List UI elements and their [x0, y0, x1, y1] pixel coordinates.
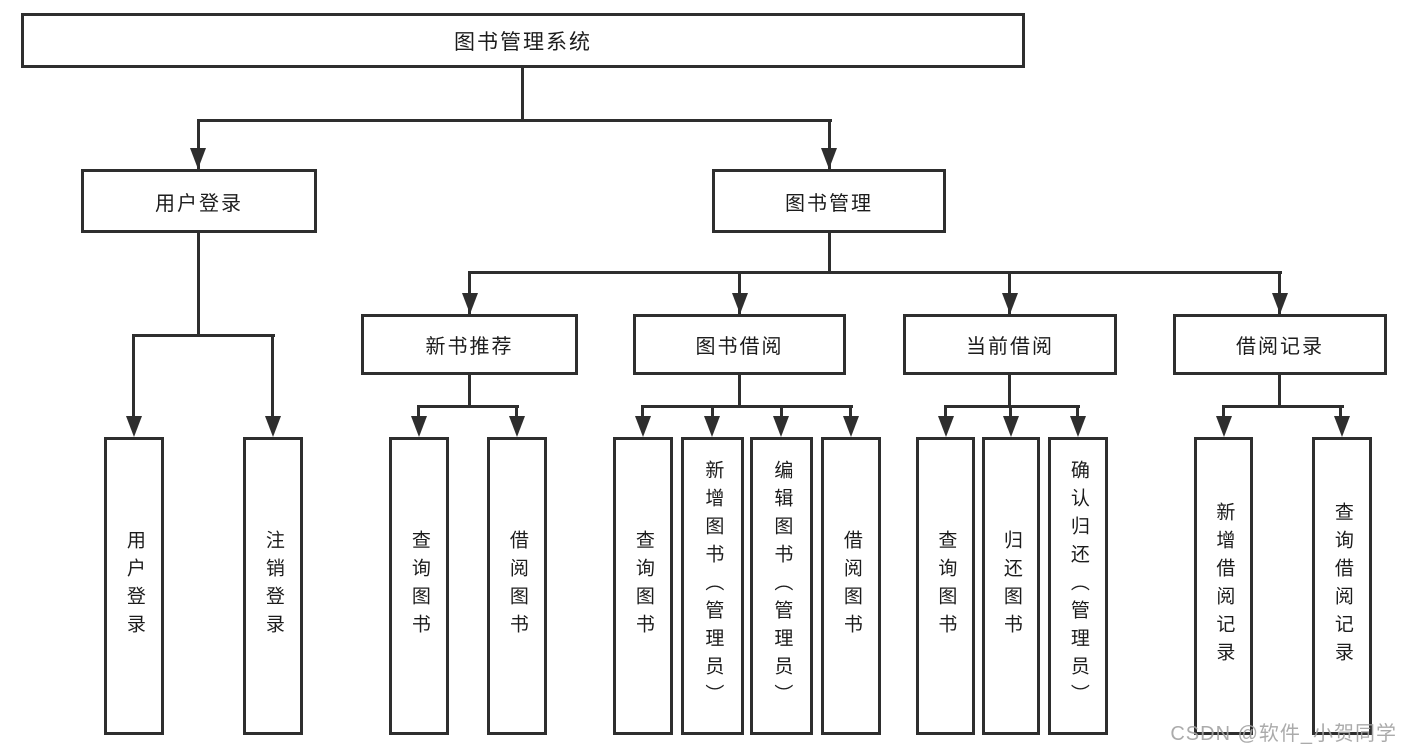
- leaf-borrow-books-recommend-label: 借阅图书: [506, 530, 528, 642]
- connector-line: [417, 405, 420, 419]
- leaf-return-books-label: 归还图书: [1000, 530, 1022, 642]
- connector-line: [1278, 375, 1281, 408]
- leaf-query-books-borrowing-label: 查询图书: [632, 530, 654, 642]
- connector-line: [132, 334, 275, 337]
- leaf-add-borrow-record-label: 新增借阅记录: [1213, 502, 1235, 670]
- arrow-down-icon: [1002, 293, 1018, 314]
- connector-line: [1222, 405, 1225, 419]
- connector-line: [468, 271, 1282, 274]
- leaf-add-borrow-record: 新增借阅记录: [1194, 437, 1253, 735]
- arrow-down-icon: [462, 293, 478, 314]
- connector-line: [1008, 271, 1011, 314]
- connector-line: [468, 271, 471, 314]
- connector-line: [132, 334, 135, 418]
- node-current-borrowing-label: 当前借阅: [966, 336, 1054, 358]
- arrow-down-icon: [509, 416, 525, 437]
- leaf-borrow-books-recommend: 借阅图书: [487, 437, 547, 735]
- connector-line: [1008, 375, 1011, 408]
- arrow-down-icon: [265, 416, 281, 437]
- arrow-down-icon: [635, 416, 651, 437]
- connector-line: [1278, 271, 1281, 314]
- connector-line: [711, 405, 714, 419]
- node-new-book-recommendation: 新书推荐: [361, 314, 578, 375]
- connector-line: [641, 405, 853, 408]
- arrow-down-icon: [1003, 416, 1019, 437]
- connector-line: [738, 375, 741, 408]
- leaf-query-books-borrowing: 查询图书: [613, 437, 673, 735]
- connector-line: [1009, 405, 1012, 419]
- connector-line: [1339, 405, 1342, 419]
- node-user-login-label: 用户登录: [155, 192, 243, 215]
- arrow-down-icon: [773, 416, 789, 437]
- leaf-confirm-return-admin-label: 确认归还（管理员）: [1067, 460, 1089, 712]
- node-new-book-recommendation-label: 新书推荐: [425, 336, 514, 358]
- node-user-login: 用户登录: [81, 169, 317, 233]
- node-borrowing-records: 借阅记录: [1173, 314, 1387, 375]
- connector-line: [944, 405, 947, 419]
- arrow-down-icon: [1216, 416, 1232, 437]
- connector-line: [849, 405, 852, 419]
- csdn-watermark: CSDN @软件_小贺同学: [1170, 723, 1397, 745]
- leaf-user-login-label: 用户登录: [123, 530, 145, 642]
- connector-line: [197, 119, 200, 169]
- leaf-return-books: 归还图书: [982, 437, 1040, 735]
- arrow-down-icon: [821, 148, 837, 169]
- connector-line: [1222, 405, 1344, 408]
- node-book-management-label: 图书管理: [785, 192, 873, 215]
- node-book-management: 图书管理: [712, 169, 946, 233]
- leaf-query-borrow-record: 查询借阅记录: [1312, 437, 1372, 735]
- arrow-down-icon: [732, 293, 748, 314]
- node-borrowing-records-label: 借阅记录: [1236, 336, 1324, 358]
- arrow-down-icon: [704, 416, 720, 437]
- node-library-system-label: 图书管理系统: [454, 30, 592, 54]
- arrow-down-icon: [190, 148, 206, 169]
- arrow-down-icon: [126, 416, 142, 437]
- arrow-down-icon: [1334, 416, 1350, 437]
- connector-line: [197, 119, 832, 122]
- node-library-system: 图书管理系统: [21, 13, 1025, 68]
- connector-line: [1076, 405, 1079, 419]
- leaf-add-books-admin-label: 新增图书（管理员）: [702, 460, 724, 712]
- connector-line: [780, 405, 783, 419]
- leaf-logout: 注销登录: [243, 437, 303, 735]
- connector-line: [828, 233, 831, 274]
- connector-line: [828, 119, 831, 169]
- leaf-query-borrow-record-label: 查询借阅记录: [1331, 502, 1353, 670]
- node-book-borrowing: 图书借阅: [633, 314, 846, 375]
- arrow-down-icon: [843, 416, 859, 437]
- connector-line: [197, 233, 200, 337]
- leaf-confirm-return-admin: 确认归还（管理员）: [1048, 437, 1108, 735]
- leaf-edit-books-admin: 编辑图书（管理员）: [750, 437, 813, 735]
- arrow-down-icon: [938, 416, 954, 437]
- leaf-edit-books-admin-label: 编辑图书（管理员）: [771, 460, 793, 712]
- connector-line: [468, 375, 471, 408]
- node-book-borrowing-label: 图书借阅: [695, 336, 784, 358]
- leaf-add-books-admin: 新增图书（管理员）: [681, 437, 744, 735]
- connector-line: [417, 405, 519, 408]
- node-current-borrowing: 当前借阅: [903, 314, 1117, 375]
- leaf-logout-label: 注销登录: [262, 530, 284, 642]
- arrow-down-icon: [411, 416, 427, 437]
- connector-line: [944, 405, 1080, 408]
- leaf-borrow-books-borrowing-label: 借阅图书: [840, 530, 862, 642]
- leaf-user-login: 用户登录: [104, 437, 164, 735]
- leaf-query-books-recommend-label: 查询图书: [408, 530, 430, 642]
- connector-line: [271, 334, 274, 418]
- leaf-query-books-recommend: 查询图书: [389, 437, 449, 735]
- connector-line: [738, 271, 741, 314]
- connector-line: [521, 68, 524, 120]
- leaf-borrow-books-borrowing: 借阅图书: [821, 437, 881, 735]
- leaf-query-books-current-label: 查询图书: [935, 530, 957, 642]
- connector-line: [515, 405, 518, 419]
- arrow-down-icon: [1272, 293, 1288, 314]
- leaf-query-books-current: 查询图书: [916, 437, 975, 735]
- arrow-down-icon: [1070, 416, 1086, 437]
- connector-line: [641, 405, 644, 419]
